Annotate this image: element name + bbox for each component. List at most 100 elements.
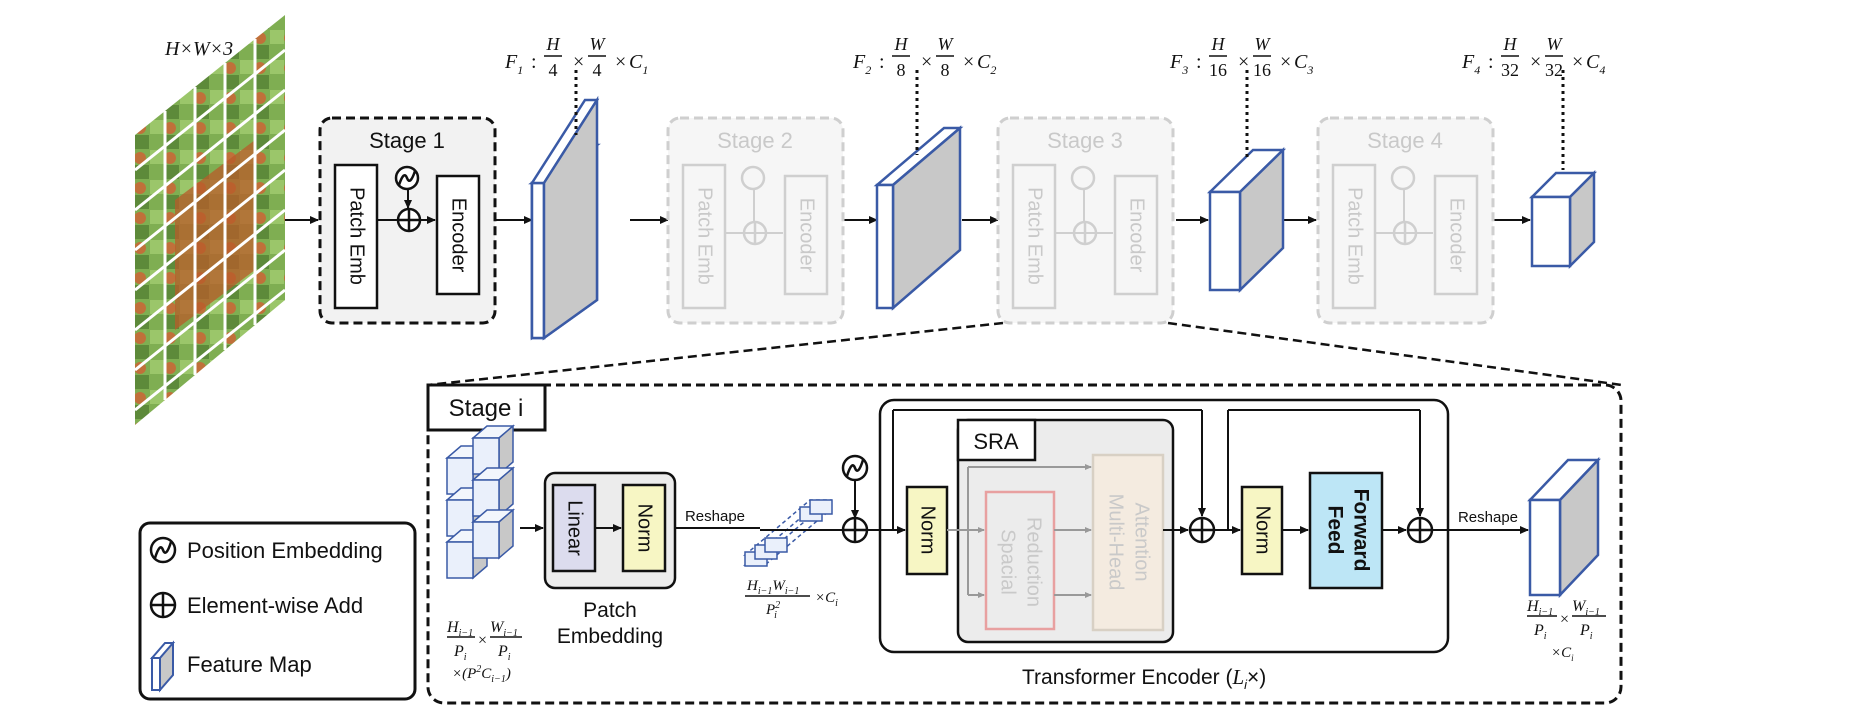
input-dim-h: Hi−1	[446, 619, 473, 639]
stage-4-encoder: Encoder	[1446, 198, 1468, 273]
stage-1-block: Stage 1 Patch Emb Encoder	[318, 116, 497, 325]
feature-w-numerator: W	[1255, 34, 1272, 54]
norm-label: Norm	[1252, 506, 1274, 555]
transformer-encoder-block	[878, 398, 1450, 654]
feature-h-numerator: H	[894, 34, 909, 54]
feature-label-f3: F3:H16×W16×C3	[1169, 34, 1313, 80]
input-image	[134, 15, 286, 425]
feature-h-denominator: 4	[549, 60, 558, 80]
feature-times: ×	[1238, 51, 1249, 73]
reshape-label: Reshape	[1458, 509, 1518, 526]
patch-cube-front	[446, 541, 474, 579]
input-patch-cubes	[444, 424, 516, 580]
spacial-reduction-label-1: Spacial	[997, 529, 1019, 595]
sra-block: SRA Spacial Reduction Multi-Head Attenti…	[947, 418, 1175, 644]
times: ×	[478, 632, 487, 649]
output-dim-p: Pi	[1533, 622, 1547, 642]
feature-map-f3	[1206, 147, 1287, 293]
output-dims-label: Hi−1Pi×Wi−1Pi×Ci	[1526, 598, 1606, 663]
stage-4-label: Stage 4	[1367, 128, 1443, 153]
stage-2-label: Stage 2	[717, 128, 793, 153]
times: ×	[1560, 611, 1569, 628]
linear-box	[551, 483, 597, 573]
output-dim-p: Pi	[1579, 622, 1593, 642]
feature-name: F2	[852, 51, 871, 77]
feed-forward-label-2: Forward	[1349, 489, 1372, 572]
stage-i-label: Stage i	[449, 395, 524, 422]
feature-label-f1: F1:H4×W4×C1	[504, 34, 648, 80]
feature-c: C1	[629, 51, 648, 77]
legend-element-wise-add: Element-wise Add	[187, 593, 363, 618]
stage-1-patch-emb: Patch Emb	[346, 187, 368, 285]
feature-w-numerator: W	[590, 34, 607, 54]
legend-feature-map: Feature Map	[187, 652, 312, 677]
input-dim-channels: ×(P2Ci−1)	[452, 664, 511, 685]
feature-w-numerator: W	[938, 34, 955, 54]
feature-name: F4	[1461, 51, 1480, 77]
patch-embedding-label-1: Patch	[583, 599, 637, 622]
feature-h-numerator: H	[1211, 34, 1226, 54]
stage-3-patch-emb: Patch Emb	[1024, 187, 1046, 285]
output-feature-map	[1527, 456, 1601, 599]
feature-c: C2	[977, 51, 996, 77]
stage-1-label: Stage 1	[369, 128, 445, 153]
stage-4-block: Stage 4 Patch Emb Encoder	[1316, 116, 1495, 325]
feed-forward-label-1: Feed	[1323, 505, 1346, 554]
patch-embedding-label-2: Embedding	[557, 625, 663, 648]
feature-w-numerator: W	[1547, 34, 1564, 54]
feature-colon: :	[1196, 51, 1202, 73]
feature-times: ×	[1572, 51, 1583, 73]
feature-w-denominator: 16	[1253, 60, 1271, 80]
feature-times: ×	[573, 51, 584, 73]
feature-w-denominator: 8	[941, 60, 950, 80]
stage-3-encoder: Encoder	[1126, 198, 1148, 273]
feature-map-icon	[149, 640, 176, 693]
feature-h-numerator: H	[546, 34, 561, 54]
norm-box	[621, 483, 667, 573]
stage-2-encoder: Encoder	[796, 198, 818, 273]
stage-4-patch-emb: Patch Emb	[1344, 187, 1366, 285]
zoom-line	[1167, 321, 1623, 387]
stage-3-label: Stage 3	[1047, 128, 1123, 153]
output-dim-channels: ×Ci	[1551, 645, 1574, 663]
feature-label-f4: F4:H32×W32×C4	[1461, 34, 1605, 80]
feature-colon: :	[1488, 51, 1494, 73]
multi-head-attention-box	[1091, 453, 1165, 632]
sra-label: SRA	[973, 429, 1019, 454]
norm-label: Norm	[634, 504, 656, 553]
stage-2-block: Stage 2 Patch Emb Encoder	[666, 116, 845, 325]
output-dim-w: Wi−1	[1572, 598, 1600, 618]
legend: Position Embedding Element-wise Add Feat…	[138, 521, 417, 701]
feature-map-f2	[873, 125, 964, 311]
patch-cube-front	[472, 521, 500, 559]
feature-times: ×	[615, 51, 626, 73]
feature-h-denominator: 16	[1209, 60, 1227, 80]
spacial-reduction-label-2: Reduction	[1023, 517, 1045, 607]
feature-name: F3	[1169, 51, 1188, 77]
input-dim-p: Pi	[453, 643, 467, 663]
feature-map-f1	[528, 95, 601, 341]
mha-label-2: Attention	[1131, 503, 1153, 582]
feature-times: ×	[1280, 51, 1291, 73]
feature-colon: :	[531, 51, 537, 73]
output-dim-h: Hi−1	[1526, 598, 1553, 618]
feature-map-f4	[1528, 169, 1598, 270]
feature-label-f2: F2:H8×W8×C2	[852, 34, 996, 80]
feature-w-denominator: 32	[1545, 60, 1563, 80]
feature-c: C4	[1586, 51, 1605, 77]
input-dim-p: Pi	[497, 643, 511, 663]
feature-c: C3	[1294, 51, 1313, 77]
token-sequence	[742, 499, 833, 567]
feature-w-denominator: 4	[593, 60, 602, 80]
norm-label: Norm	[917, 506, 939, 555]
feature-h-denominator: 8	[897, 60, 906, 80]
input-dims-label: Hi−1Pi×Wi−1Pi×(P2Ci−1)	[446, 619, 522, 685]
norm-box	[1240, 485, 1284, 576]
stage-i-detail	[426, 383, 1623, 705]
token-dim-channels: ×Ci	[815, 590, 838, 609]
legend-position-embedding: Position Embedding	[187, 538, 383, 563]
feature-times: ×	[921, 51, 932, 73]
